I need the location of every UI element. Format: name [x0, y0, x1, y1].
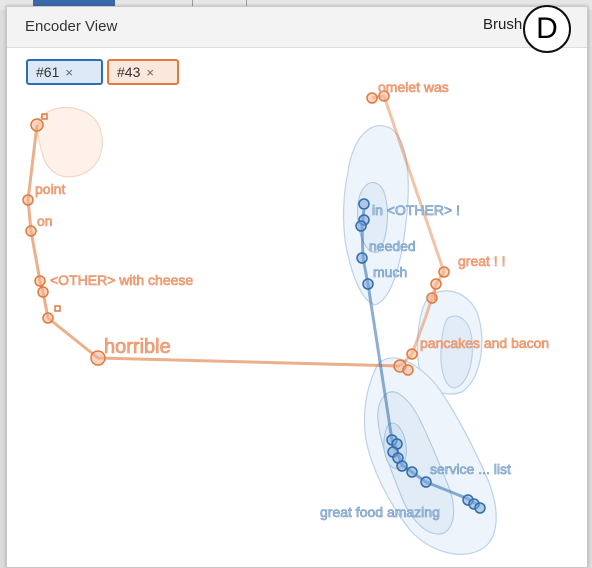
token-point[interactable]: [430, 278, 442, 290]
brush-button[interactable]: Brush: [483, 16, 523, 33]
embedding-plot[interactable]: omelet was point on <OTHER> with cheese …: [6, 6, 586, 566]
token-point[interactable]: [438, 266, 450, 278]
tag-sample-61[interactable]: #61 ×: [26, 59, 103, 85]
token-point[interactable]: [378, 90, 390, 102]
token-point[interactable]: [406, 466, 418, 478]
token-label: on: [37, 213, 53, 229]
tag-sample-43[interactable]: #43 ×: [107, 59, 179, 85]
token-label: point: [35, 181, 65, 197]
token-point[interactable]: [25, 225, 37, 237]
token-point[interactable]: [90, 350, 106, 366]
token-point[interactable]: [362, 278, 374, 290]
panel-letter-badge: D: [523, 5, 571, 53]
background-toolbar: [0, 0, 592, 10]
tag-label: #43: [117, 64, 141, 80]
token-point[interactable]: [37, 286, 49, 298]
token-point[interactable]: [366, 92, 378, 104]
token-label: <OTHER> with cheese: [50, 272, 193, 288]
token-point[interactable]: [30, 118, 44, 132]
token-point[interactable]: [22, 194, 34, 206]
panel-header: Encoder View Brush: [7, 7, 587, 48]
token-label: needed: [369, 238, 416, 254]
token-label: omelet was: [378, 79, 449, 95]
tag-label: #61: [36, 64, 60, 80]
labels-blue: in <OTHER> ! needed much service ... lis…: [320, 202, 512, 521]
token-label: horrible: [104, 336, 171, 358]
token-point[interactable]: [355, 220, 367, 232]
token-label: much: [373, 264, 407, 280]
token-point[interactable]: [42, 312, 54, 324]
trajectory-orange: [22, 90, 450, 376]
close-icon[interactable]: ×: [146, 65, 154, 80]
token-point[interactable]: [358, 198, 370, 210]
token-point[interactable]: [420, 476, 432, 488]
token-point[interactable]: [474, 502, 486, 514]
token-label: pancakes and bacon: [420, 335, 549, 351]
trajectory-blue: [355, 198, 486, 514]
close-icon[interactable]: ×: [65, 65, 73, 80]
labels-orange: omelet was point on <OTHER> with cheese …: [35, 79, 550, 359]
token-point[interactable]: [34, 275, 46, 287]
token-label: !: [433, 287, 437, 303]
token-label: great food amazing: [320, 504, 440, 520]
token-label: in <OTHER> !: [372, 202, 460, 218]
token-point[interactable]: [406, 348, 418, 360]
token-label: service ... list: [430, 461, 511, 477]
token-point[interactable]: [356, 252, 368, 264]
token-label: great ! !: [458, 253, 505, 269]
token-marker: [54, 305, 61, 312]
token-point[interactable]: [426, 292, 438, 304]
token-marker: [41, 113, 48, 120]
token-point[interactable]: [402, 364, 414, 376]
background-tab: [33, 0, 115, 10]
panel-title: Encoder View: [25, 18, 118, 35]
token-point[interactable]: [396, 460, 408, 472]
